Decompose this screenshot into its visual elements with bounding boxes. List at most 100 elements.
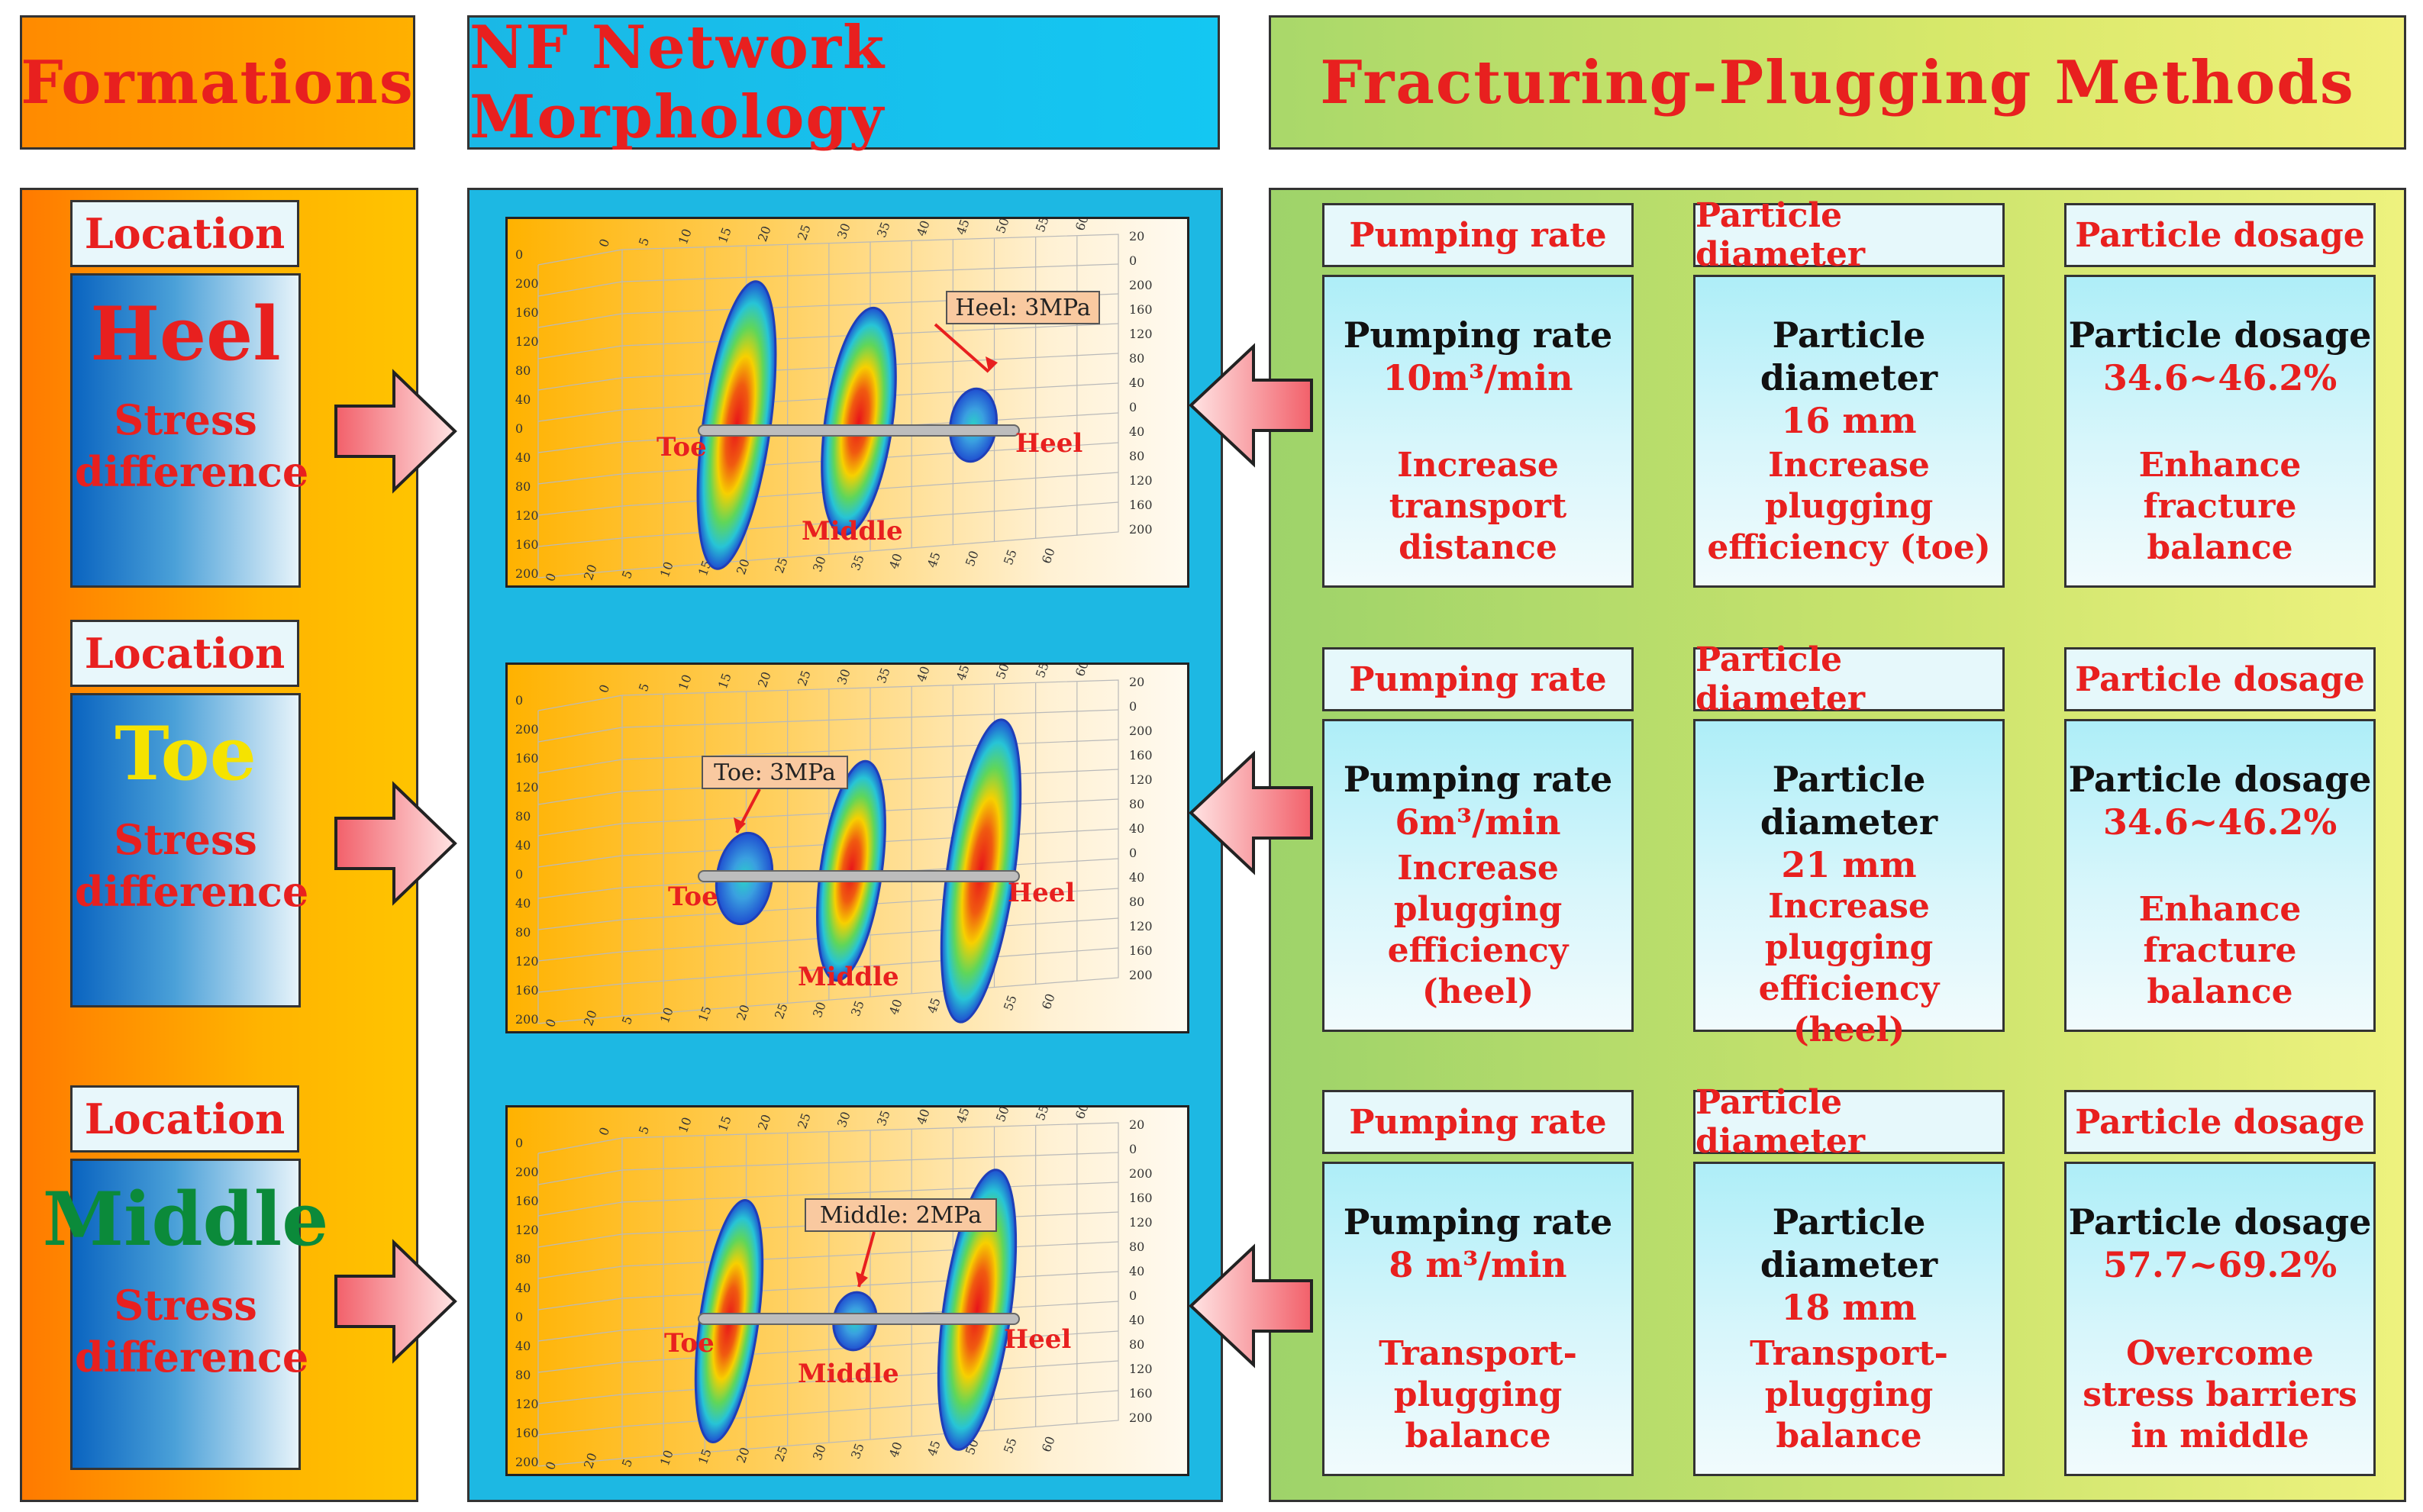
parameter-label: Particle diameter	[1693, 1083, 2005, 1161]
axis-tick-top: 20	[755, 1113, 774, 1133]
axis-tick-right: 0	[1129, 400, 1137, 414]
axis-tick-right: 160	[1129, 1191, 1153, 1205]
parameter-effect: Increase transport distance	[1389, 446, 1567, 567]
axis-tick-top: 35	[874, 220, 893, 240]
axis-tick-bottom: 55	[1001, 1436, 1020, 1456]
axis-tick-right: 0	[1129, 253, 1137, 268]
pressure-callout: Heel: 3MPa	[934, 291, 1100, 373]
axis-tick-right: 160	[1129, 943, 1153, 958]
axis-tick-top: 25	[795, 223, 814, 243]
axis-tick-right: 40	[1129, 821, 1144, 836]
parameter-value: 18 mm	[1781, 1287, 1917, 1328]
axis-tick-right: 200	[1129, 1166, 1153, 1181]
label-toe: Toe	[657, 432, 707, 463]
axis-tick-left: 40	[515, 896, 531, 911]
axis-tick-left: 0	[515, 1310, 523, 1324]
axis-tick-bottom: 35	[848, 998, 867, 1018]
axis-tick-left: 120	[515, 508, 539, 523]
axis-tick-bottom: 55	[1001, 993, 1020, 1013]
parameter-value: 10m³/min	[1382, 357, 1573, 398]
axis-tick-bottom: 10	[657, 1448, 676, 1468]
axis-tick-left: 120	[515, 1223, 539, 1237]
axis-tick-top: 60	[1073, 1107, 1092, 1121]
parameter-label: Particle diameter	[1693, 196, 2005, 274]
axis-tick-right: 200	[1129, 278, 1153, 292]
axis-tick-top: 55	[1033, 219, 1052, 234]
axis-tick-left: 120	[515, 780, 539, 795]
callout-text: Middle: 2MPa	[820, 1202, 982, 1229]
axis-tick-bottom: 30	[810, 554, 829, 574]
axis-tick-bottom: 45	[924, 550, 944, 570]
callout-text: Toe: 3MPa	[714, 759, 836, 786]
axis-tick-left: 200	[515, 1455, 539, 1469]
axis-tick-left: 120	[515, 954, 539, 969]
axis-tick-right: 160	[1129, 748, 1153, 762]
axis-tick-top: 50	[993, 665, 1012, 681]
wellbore	[698, 1313, 1020, 1325]
label-toe: Toe	[668, 882, 718, 912]
parameter-effect: Enhance fracture balance	[2138, 446, 2302, 567]
axis-tick-bottom: 40	[886, 998, 905, 1017]
fracture-shape	[821, 306, 897, 537]
axis-tick-right: 20	[1129, 1117, 1144, 1132]
axis-tick-bottom: 5	[619, 1457, 635, 1469]
axis-tick-bottom: 60	[1039, 991, 1058, 1011]
axis-tick-right: 0	[1129, 846, 1137, 860]
axis-tick-bottom: 40	[886, 552, 905, 572]
axis-tick-top: 40	[914, 219, 933, 238]
axis-tick-right: 0	[1129, 1288, 1137, 1303]
axis-tick-left: 200	[515, 566, 539, 581]
header-fracturing-methods: Fracturing-Plugging Methods	[1269, 15, 2406, 150]
axis-tick-top: 25	[795, 669, 814, 688]
axis-tick-top: 55	[1033, 1107, 1052, 1123]
callout-text: Heel: 3MPa	[955, 295, 1091, 321]
axis-tick-bottom: 35	[848, 1441, 867, 1461]
axis-tick-top: 55	[1033, 665, 1052, 680]
axis-tick-top: 0	[596, 682, 612, 695]
axis-tick-right: 40	[1129, 376, 1144, 390]
axis-tick-right: 20	[1129, 675, 1144, 689]
parameter-name: Particle diameter	[1760, 759, 1938, 843]
axis-tick-left: 80	[515, 925, 531, 940]
label-middle: Middle	[798, 962, 899, 992]
axis-tick-top: 60	[1073, 219, 1092, 233]
label-middle: Middle	[802, 516, 903, 546]
header-formations-text: Formations	[21, 47, 415, 118]
axis-tick-left: 80	[515, 809, 531, 824]
axis-tick-left: 200	[515, 722, 539, 737]
location-label: Location	[70, 620, 299, 687]
axis-tick-bottom: 20	[581, 563, 600, 582]
location-label-text: Location	[84, 1095, 286, 1143]
axis-tick-left: 40	[515, 1339, 531, 1353]
parameter-label-text: Particle diameter	[1695, 196, 1866, 274]
axis-tick-left: 200	[515, 1012, 539, 1027]
flow-arrow-left	[1189, 343, 1313, 468]
parameter-label-text: Pumping rate	[1349, 215, 1607, 255]
axis-tick-right: 160	[1129, 1386, 1153, 1401]
parameter-value: 6m³/min	[1395, 801, 1561, 843]
axis-tick-top: 10	[676, 672, 695, 692]
parameter-label: Pumping rate	[1322, 647, 1634, 711]
parameter-value: 34.6~46.2%	[2102, 801, 2338, 843]
axis-tick-right: 80	[1129, 1240, 1144, 1254]
axis-tick-right: 120	[1129, 1362, 1153, 1376]
axis-tick-right: 120	[1129, 473, 1153, 488]
label-toe: Toe	[664, 1328, 715, 1359]
axis-tick-right: 40	[1129, 424, 1144, 439]
location-name: Toe	[115, 711, 256, 797]
axis-tick-top: 40	[914, 665, 933, 684]
axis-tick-left: 40	[515, 1281, 531, 1295]
axis-tick-left: 160	[515, 751, 539, 766]
axis-tick-left: 120	[515, 334, 539, 349]
axis-tick-left: 80	[515, 1368, 531, 1382]
parameter-label: Pumping rate	[1322, 203, 1634, 267]
axis-tick-right: 80	[1129, 797, 1144, 811]
